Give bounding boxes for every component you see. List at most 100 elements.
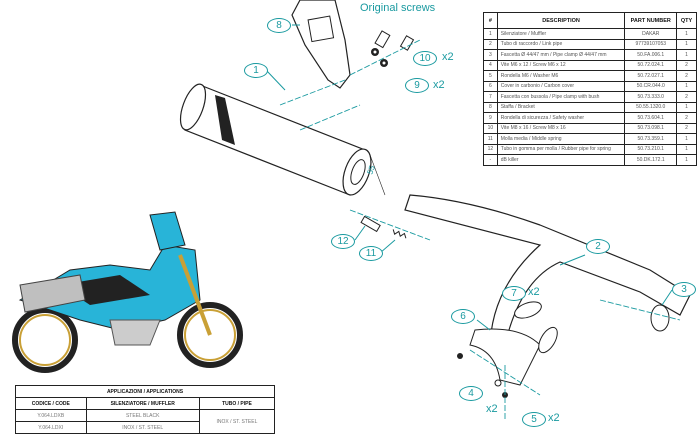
row-description: Rondella M6 / Washer M6 — [496, 70, 626, 82]
row-part-number: 50.73.359.1 — [624, 133, 677, 145]
row-description: Rondella di sicurezza / Safety washer — [496, 112, 626, 124]
row-part-number: 50.73.098.1 — [624, 122, 677, 134]
row-qty: 1 — [676, 154, 697, 166]
callout-5: 5 — [522, 412, 546, 427]
header-description: DESCRIPTION — [496, 12, 626, 29]
callout-11: 11 — [359, 246, 383, 261]
qty-7: x2 — [528, 286, 540, 298]
row-description: Fascetta con bussola / Pipe clamp with b… — [496, 91, 626, 103]
row-number: 7 — [483, 91, 498, 103]
row-qty: 2 — [676, 122, 697, 134]
callout-6: 6 — [451, 309, 475, 324]
dimension-label: 55 — [365, 164, 377, 176]
row-part-number: 50.FA.006.1 — [624, 49, 677, 61]
qty-4: x2 — [486, 403, 498, 415]
row-qty: 2 — [676, 59, 697, 71]
header-part-number: PART NUMBER — [624, 12, 677, 29]
row-description: Fascetta Ø 44/47 mm / Pipe clamp Ø 44/47… — [496, 49, 626, 61]
row-qty: 1 — [676, 80, 697, 92]
carbon-cover-part — [469, 328, 541, 386]
row-qty: 2 — [676, 112, 697, 124]
muffler-cell: INOX / ST. STEEL — [85, 421, 200, 434]
row-description: Vite M6 x 12 / Screw M6 x 12 — [496, 59, 626, 71]
header-number: # — [483, 12, 498, 29]
row-qty: 1 — [676, 133, 697, 145]
motorcycle-image — [12, 211, 243, 373]
callout-7: 7 — [502, 286, 526, 301]
row-description: Cover in carbonio / Carbon cover — [496, 80, 626, 92]
pipe-cell: INOX / ST. STEEL — [198, 409, 276, 434]
qty-5: x2 — [548, 412, 560, 424]
header-pipe: TUBO / PIPE — [198, 397, 276, 410]
row-part-number: 50.72.027.1 — [624, 70, 677, 82]
code-cell: Y.064.LDXI — [15, 421, 87, 434]
applications-table: APPLICAZIONI / APPLICATIONS CODICE / COD… — [15, 385, 276, 434]
row-number: 8 — [483, 101, 498, 113]
row-qty: 2 — [676, 91, 697, 103]
row-description: Tubo in gomma per molla / Rubber pipe fo… — [496, 143, 626, 155]
muffler-cell: STEEL BLACK — [85, 409, 200, 422]
table-row: Y.064.LDXB STEEL BLACK INOX / ST. STEEL — [15, 409, 276, 434]
original-screws-note: Original screws — [360, 2, 436, 14]
row-qty: 1 — [676, 49, 697, 61]
row-part-number: 50.55.1320.0 — [624, 101, 677, 113]
applications-title: APPLICAZIONI / APPLICATIONS — [15, 385, 275, 398]
callout-12: 12 — [331, 234, 355, 249]
link-pipe-part — [404, 194, 691, 351]
callout-8: 8 — [267, 18, 291, 33]
row-number: 6 — [483, 80, 498, 92]
qty-10: x2 — [442, 51, 454, 63]
parts-header-row: # DESCRIPTION PART NUMBER QTY — [483, 12, 697, 29]
callout-10: 10 — [413, 51, 437, 66]
row-number: 3 — [483, 49, 498, 61]
row-qty: 1 — [676, 143, 697, 155]
callout-4: 4 — [459, 386, 483, 401]
row-part-number: 50.73.604.1 — [624, 112, 677, 124]
row-number: - — [483, 154, 498, 166]
row-part-number: 50.73.210.1 — [624, 143, 677, 155]
code-cell: Y.064.LDXB — [15, 409, 87, 422]
row-number: 4 — [483, 59, 498, 71]
row-part-number: 97739107053 — [624, 38, 677, 50]
row-description: Staffa / Bracket — [496, 101, 626, 113]
row-number: 11 — [483, 133, 498, 145]
callout-2: 2 — [586, 239, 610, 254]
row-number: 10 — [483, 122, 498, 134]
bracket-part — [291, 0, 351, 89]
row-number: 5 — [483, 70, 498, 82]
row-part-number: 50.CR.044.0 — [624, 80, 677, 92]
table-row: Y.064.LDXI INOX / ST. STEEL — [15, 421, 275, 434]
row-number: 9 — [483, 112, 498, 124]
row-qty: 1 — [676, 101, 697, 113]
muffler-part — [179, 83, 386, 196]
row-part-number: 50.72.024.1 — [624, 59, 677, 71]
qty-9: x2 — [433, 79, 445, 91]
row-description: Silenziatore / Muffler — [496, 28, 626, 40]
row-part-number: DAKAR — [624, 28, 677, 40]
row-description: dB killer — [496, 154, 626, 166]
row-qty: 2 — [676, 70, 697, 82]
row-number: 1 — [483, 28, 498, 40]
row-description: Tubo di raccordo / Link pipe — [496, 38, 626, 50]
callout-1: 1 — [244, 63, 268, 78]
header-muffler: SILENZIATORE / MUFFLER — [85, 397, 200, 410]
header-code: CODICE / CODE — [15, 397, 87, 410]
header-qty: QTY — [676, 12, 697, 29]
row-description: Vite M8 x 16 / Screw M8 x 16 — [496, 122, 626, 134]
row-number: 12 — [483, 143, 498, 155]
